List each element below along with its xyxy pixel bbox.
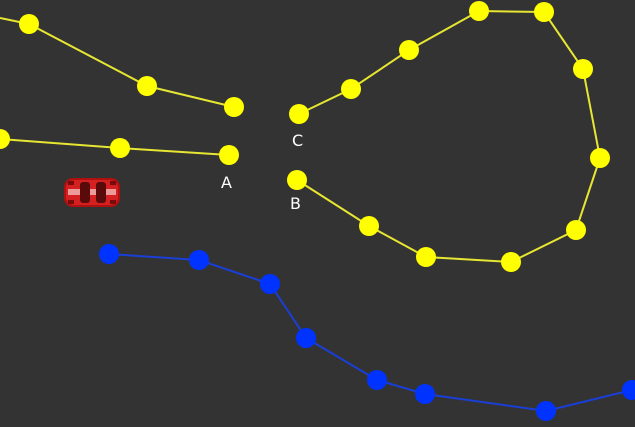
node-c[interactable] [289,104,309,124]
node-b[interactable] [287,170,307,190]
path-node[interactable] [590,148,610,168]
path-node[interactable] [0,129,10,149]
yellow-path-upper-left [0,14,244,117]
path-node[interactable] [415,384,435,404]
path-node[interactable] [416,247,436,267]
blue-path [99,244,635,421]
path-node[interactable] [469,1,489,21]
label-b: B [290,194,301,213]
path-node[interactable] [260,274,280,294]
path-node[interactable] [189,250,209,270]
path-node[interactable] [573,59,593,79]
path-node[interactable] [566,220,586,240]
path-node[interactable] [622,380,635,400]
path-node[interactable] [399,40,419,60]
path-node[interactable] [341,79,361,99]
path-node[interactable] [99,244,119,264]
node-a[interactable] [219,145,239,165]
path-node[interactable] [536,401,556,421]
path-node[interactable] [19,14,39,34]
path-node[interactable] [534,2,554,22]
red-race-car-icon[interactable] [64,178,120,207]
label-c: C [292,131,303,150]
yellow-loop-c-to-b [287,1,610,272]
path-node[interactable] [296,328,316,348]
path-node[interactable] [367,370,387,390]
yellow-path-left-to-a [0,129,239,165]
path-node[interactable] [137,76,157,96]
path-node[interactable] [110,138,130,158]
label-a: A [221,173,232,192]
path-node[interactable] [501,252,521,272]
path-node[interactable] [359,216,379,236]
path-node[interactable] [224,97,244,117]
